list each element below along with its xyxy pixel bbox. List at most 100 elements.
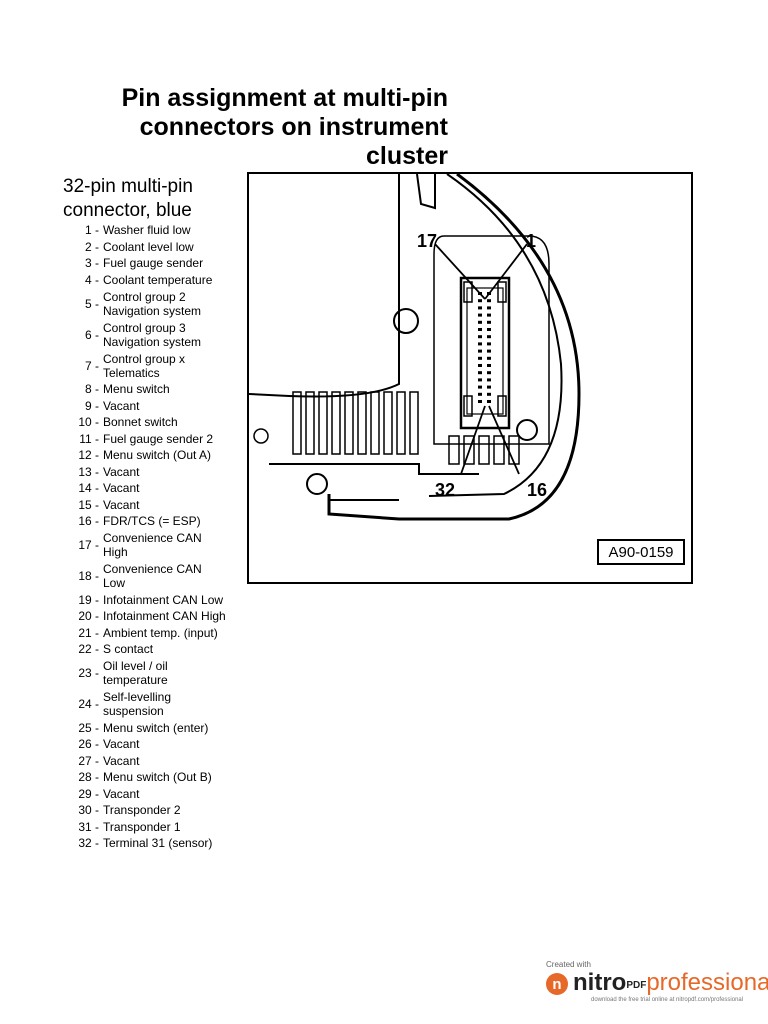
pin-description-line: Menu switch (enter)	[103, 720, 209, 735]
connector-pin	[478, 400, 482, 403]
callout-pin-16: 16	[527, 480, 547, 500]
pin-row: 1 - Washer fluid low	[58, 222, 248, 239]
pin-number: 11 -	[79, 431, 99, 446]
pin-number: 5 -	[84, 296, 99, 311]
pin-number: 19 -	[78, 592, 99, 607]
pin-row: 3 - Fuel gauge sender	[58, 255, 248, 272]
pin-number: 13 -	[78, 464, 99, 479]
connector-pin	[478, 335, 482, 339]
pin-description-line: temperature	[103, 673, 168, 687]
pin-description: Transponder 2	[103, 803, 248, 817]
connector-pin	[487, 342, 491, 346]
nitro-brand: nitroPDFprofessional	[573, 969, 768, 997]
pin-number: 1 -	[84, 223, 99, 238]
pin-description-line: Washer fluid low	[103, 223, 191, 238]
pin-description-line: Vacant	[103, 786, 140, 801]
pin-number: 14 -	[78, 481, 99, 496]
pin-row: 13 -Vacant	[58, 464, 248, 481]
pin-description-line: Navigation system	[103, 334, 202, 349]
pin-number: 22 -	[78, 642, 99, 657]
nitro-tagline: download the free trial online at nitrop…	[591, 997, 744, 1003]
connector-pin	[478, 378, 482, 382]
pin-description-line: Control group 3	[103, 320, 186, 335]
page-title: Pin assignment at multi-pin connectors o…	[60, 84, 448, 171]
connector-heading-line: connector, blue	[63, 200, 192, 221]
title-line: Pin assignment at multi-pin	[121, 84, 448, 112]
connector-pin	[487, 306, 491, 310]
connector-pin	[487, 400, 491, 403]
pin-number: 16 -	[78, 514, 99, 529]
pin-row: 32 - Terminal 31 (sensor)	[58, 835, 248, 852]
pin-description: Menu switch	[103, 382, 248, 396]
pin-description: Coolant level low	[103, 240, 248, 254]
connector-pin	[478, 342, 482, 346]
pin-number: 3 -	[84, 256, 99, 271]
pin-number: 29 -	[78, 786, 99, 801]
pin-row: 19 - Infotainment CAN Low	[58, 592, 248, 609]
pin-description: Menu switch (Out A)	[103, 448, 248, 462]
pin-row: 11 - Fuel gauge sender 2	[58, 431, 248, 448]
connector-pin	[487, 328, 491, 331]
pin-row: 22 - S contact	[58, 641, 248, 658]
pin-description-line: Fuel gauge sender	[103, 256, 204, 271]
pin-description-line: Vacant	[103, 737, 140, 752]
figure-reference: A90-0159	[597, 539, 685, 565]
brand-name: nitro	[573, 969, 627, 996]
pin-row: 20 -Infotainment CAN High	[58, 608, 248, 625]
connector-pin	[487, 320, 491, 324]
pin-number: 18 -	[78, 569, 99, 583]
pin-description: FDR/TCS (= ESP)	[103, 514, 248, 528]
pin-number: 24 -	[78, 697, 99, 711]
pin-number: 10 -	[78, 415, 99, 430]
pin-number: 9 -	[84, 398, 99, 413]
pin-description: Vacant	[103, 481, 248, 495]
pin-row: 9 -Vacant	[58, 398, 248, 415]
connector-pin	[487, 356, 491, 360]
connector-pin	[478, 306, 482, 310]
pin-row: 14 - Vacant	[58, 480, 248, 497]
pin-description-line: Telematics	[103, 365, 160, 380]
nitro-logo-icon: n	[546, 973, 568, 995]
pin-description: Washer fluid low	[103, 223, 248, 237]
connector-pin	[487, 299, 491, 303]
pin-number: 12 -	[78, 448, 99, 463]
pin-description: Fuel gauge sender 2	[103, 432, 248, 446]
pin-description-line: Ambient temp. (input)	[103, 625, 218, 640]
pin-description-line: Infotainment CAN Low	[103, 592, 224, 607]
connector-pin	[487, 392, 491, 396]
pin-row: 12 - Menu switch (Out A)	[58, 447, 248, 464]
pin-description-line: Oil level / oil	[103, 659, 168, 673]
pin-number: 15 -	[78, 497, 99, 512]
pin-number: 32 -	[78, 836, 99, 851]
pin-description-line: Transponder 2	[103, 803, 181, 818]
pin-description: Transponder 1	[103, 820, 248, 834]
pin-row: 21 -Ambient temp. (input)	[58, 625, 248, 642]
pin-description: Vacant	[103, 498, 248, 512]
pin-description: Infotainment CAN High	[103, 609, 248, 623]
connector-pin	[478, 364, 482, 367]
pin-number: 7 -	[84, 358, 99, 373]
pin-number: 27 -	[78, 753, 99, 768]
pin-row: 2 -Coolant level low	[58, 239, 248, 256]
pin-row: 4 -Coolant temperature	[58, 272, 248, 289]
title-line: cluster	[366, 142, 448, 170]
pin-description-line: Convenience CAN	[103, 562, 202, 576]
pin-description: Terminal 31 (sensor)	[103, 836, 248, 850]
callout-pin-17: 17	[417, 231, 437, 251]
pin-description-line: Convenience CAN	[103, 531, 202, 545]
pin-number: 4 -	[84, 272, 99, 287]
pin-description: Vacant	[103, 737, 248, 751]
pin-description-line: Navigation system	[103, 303, 202, 318]
pin-description-line: S contact	[103, 642, 154, 657]
pin-number: 28 -	[78, 770, 99, 785]
pin-description-line: Vacant	[103, 481, 140, 496]
